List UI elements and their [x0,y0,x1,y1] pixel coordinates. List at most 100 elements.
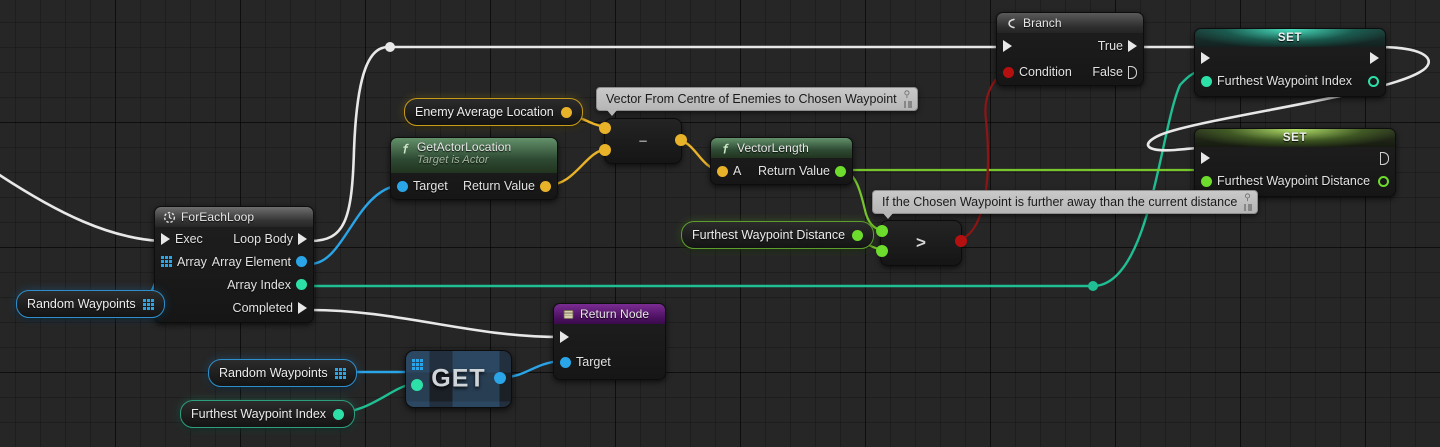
output-variable[interactable] [1368,75,1379,87]
node-set-furthest-waypoint-index[interactable]: SET Furthest Waypoint Index [1194,28,1386,97]
float-pin-b[interactable] [876,245,888,257]
row-array-element: Array Array Element [155,250,313,273]
float-pin[interactable] [835,165,846,177]
pin-label: Array [177,254,207,269]
exec-pin[interactable] [1370,52,1379,64]
pin-icon[interactable]: ⚲ [1244,192,1251,202]
bool-pin[interactable] [1003,66,1014,78]
object-pin[interactable] [296,256,307,267]
variable-label: Furthest Waypoint Distance [692,228,846,242]
row-exec-loopbody: Exec Loop Body [155,227,313,250]
output-exec[interactable] [1370,52,1379,64]
variable-random-waypoints-1[interactable]: Random Waypoints [16,290,165,318]
output-return-value[interactable]: Return Value [463,179,551,193]
array-pin[interactable] [334,367,346,379]
input-variable[interactable]: Furthest Waypoint Index [1201,74,1352,88]
exec-pin[interactable] [298,232,307,245]
node-for-each-loop[interactable]: ForEachLoop Exec Loop Body Array Array E… [154,206,314,323]
variable-enemy-average-location[interactable]: Enemy Average Location [404,98,583,126]
node-header: SET [1195,29,1385,47]
row-variable: Furthest Waypoint Distance [1195,169,1395,196]
node-header: SET [1195,129,1395,147]
input-a[interactable]: A [717,164,741,178]
int-pin[interactable] [296,279,307,290]
output-return-value[interactable]: Return Value [758,164,846,178]
input-exec[interactable] [1201,52,1210,64]
output-array-element[interactable]: Array Element [212,255,307,269]
node-float-greater-than[interactable]: > [876,220,967,266]
output-true[interactable]: True [1098,39,1137,53]
exec-pin[interactable] [1201,52,1210,64]
output-completed[interactable]: Completed [233,301,307,315]
array-pin[interactable] [412,359,423,370]
pin-label: Exec [175,231,203,246]
exec-pin[interactable] [298,301,307,314]
output-false[interactable]: False [1092,65,1137,79]
pin-icon[interactable]: ⚲ [903,89,911,99]
variable-furthest-waypoint-index[interactable]: Furthest Waypoint Index [180,400,356,428]
output-variable[interactable] [1378,175,1389,187]
pin-label: Condition [1019,65,1072,79]
node-vector-subtract[interactable]: – [599,118,687,164]
node-branch[interactable]: Branch True Condition False [996,12,1144,86]
grip-icon[interactable] [903,101,913,108]
exec-pin[interactable] [560,330,569,343]
vector-pin[interactable] [717,165,728,177]
output-loop-body[interactable]: Loop Body [233,232,307,246]
object-pin[interactable] [397,180,408,192]
node-return[interactable]: Return Node Target [553,303,666,380]
input-target[interactable]: Target [560,355,611,369]
array-pin[interactable] [161,256,172,267]
float-pin[interactable] [1201,175,1212,187]
input-exec[interactable]: Exec [161,232,203,246]
node-title-wrap: GetActorLocation Target is Actor [417,141,511,167]
vector-pin-out[interactable] [675,134,687,146]
input-exec[interactable] [560,330,569,343]
int-pin[interactable] [1201,75,1212,87]
function-icon [723,143,729,153]
output-exec[interactable] [1380,151,1389,165]
vector-pin[interactable] [540,180,551,192]
exec-pin[interactable] [1201,152,1210,164]
exec-pin[interactable] [1380,151,1389,165]
float-pin[interactable] [852,229,864,241]
node-vector-length[interactable]: VectorLength A Return Value [710,137,853,185]
output-array-index[interactable]: Array Index [227,278,307,292]
node-get-array-element[interactable]: GET [405,350,512,408]
object-pin-out[interactable] [494,372,506,384]
input-exec[interactable] [1201,152,1210,164]
node-title: ForEachLoop [181,210,255,224]
array-pin[interactable] [142,298,154,310]
vector-pin-a[interactable] [599,122,611,134]
comment-text: Vector From Centre of Enemies to Chosen … [606,92,897,106]
variable-furthest-waypoint-distance[interactable]: Furthest Waypoint Distance [681,221,875,249]
comment-if-further-away[interactable]: If the Chosen Waypoint is further away t… [872,190,1259,219]
pin-label: False [1092,65,1123,79]
input-exec[interactable] [1003,40,1012,52]
node-set-furthest-waypoint-distance[interactable]: SET Furthest Waypoint Distance [1194,128,1396,197]
variable-random-waypoints-2[interactable]: Random Waypoints [208,359,357,387]
exec-pin[interactable] [1128,65,1137,79]
vector-pin-b[interactable] [599,144,611,156]
exec-pin[interactable] [1003,40,1012,52]
input-variable[interactable]: Furthest Waypoint Distance [1201,174,1370,188]
exec-pin[interactable] [161,232,170,245]
bool-pin-out[interactable] [955,235,967,247]
float-pin-a[interactable] [876,225,888,237]
object-pin[interactable] [560,356,571,368]
input-array[interactable]: Array [161,255,207,269]
vector-pin[interactable] [560,106,572,118]
get-node-pattern [406,351,511,407]
grip-icon[interactable] [1244,204,1254,211]
node-get-actor-location[interactable]: GetActorLocation Target is Actor Target … [390,137,558,200]
input-condition[interactable]: Condition [1003,65,1072,79]
int-pin[interactable] [333,408,345,420]
input-target[interactable]: Target [397,179,448,193]
float-pin[interactable] [1378,175,1389,187]
exec-pin[interactable] [1128,40,1137,52]
int-pin[interactable] [1368,75,1379,87]
comment-vector-from-centre[interactable]: Vector From Centre of Enemies to Chosen … [596,87,918,116]
int-pin-index[interactable] [411,379,423,391]
node-subtitle: Target is Actor [417,154,489,166]
